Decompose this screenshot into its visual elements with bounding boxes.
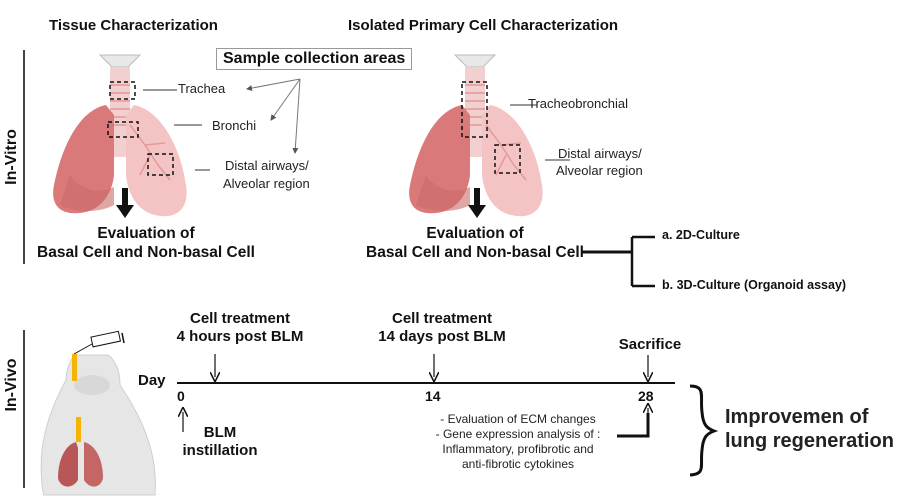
culture-option-prefix: a [662,228,669,242]
analysis-item: anti-fibrotic cytokines [461,457,575,471]
tissue-characterization-heading: Tissue Characterization [49,17,218,34]
label-distal-line2: Alveolar region [223,176,310,191]
label-tracheobronchial: Tracheobronchial [528,96,628,111]
analysis-item: - Evaluation of ECM changes [440,412,596,426]
event-blm-instillation: BLM instillation [170,424,270,460]
lung-illustration-tissue [53,54,210,218]
sample-collection-box: Sample collection areas [216,48,413,70]
down-arrow-icon [116,188,134,218]
event-line2: 14 days post BLM [378,328,506,345]
timeline-axis-label: Day [138,372,166,389]
event-line1: Cell treatment [189,310,291,327]
tissue-evaluation-line2: Basal Cell and Non-basal Cell [37,244,255,261]
culture-option-label: . 3D-Culture (Organoid assay) [669,278,847,292]
event-sacrifice: Sacrifice [618,336,682,353]
label-trachea: Trachea [178,81,226,96]
outcome-text: Improvemen of lung regeneration [725,405,894,453]
lung-illustration-primary-cell [409,54,570,218]
in-vivo-divider [23,330,25,488]
distal-region-box [147,153,174,176]
outcome-line1: Improvemen of [725,406,869,428]
event-cell-treatment-4h: Cell treatment 4 hours post BLM [160,310,320,346]
label-distal-line1: Distal airways/ [225,158,309,173]
primary-cell-evaluation: Evaluation of Basal Cell and Non-basal C… [355,224,595,262]
outcome-brace [689,384,719,477]
lung-icon [409,54,543,217]
outcome-line2: lung regeneration [725,430,894,452]
culture-option-prefix: b [662,278,670,292]
label-distal-line2-2: Alveolar region [556,163,643,178]
event-line2: 4 hours post BLM [176,328,304,345]
analysis-item: - Gene expression analysis of : [435,427,601,441]
mouse-illustration [40,330,156,496]
primary-cell-heading: Isolated Primary Cell Characterization [348,17,619,34]
tracheobronchial-region-box [461,81,488,138]
down-arrow-icon [468,188,486,218]
tick-day-14: 14 [425,388,441,404]
lung-icon [53,54,187,217]
culture-option-label: . 2D-Culture [668,228,740,242]
event-line1: BLM [203,424,237,441]
primary-evaluation-line2: Basal Cell and Non-basal Cell [366,244,584,261]
primary-evaluation-line1: Evaluation of [426,225,524,242]
in-vitro-divider [23,50,25,264]
tissue-evaluation: Evaluation of Basal Cell and Non-basal C… [35,224,257,262]
event-cell-treatment-14d: Cell treatment 14 days post BLM [362,310,522,346]
analysis-connector [617,413,650,438]
event-line2: instillation [182,442,258,459]
lung-icon [58,442,103,487]
tick-day-28: 28 [638,388,654,404]
culture-option-3d: b. 3D-Culture (Organoid assay) [662,278,846,292]
event-line1: Cell treatment [391,310,493,327]
syringe-icon [73,330,125,355]
tissue-evaluation-line1: Evaluation of [97,225,195,242]
bronchi-region-box [107,121,139,138]
label-bronchi: Bronchi [212,118,257,133]
analysis-item: Inflammatory, profibrotic and [442,442,594,456]
analysis-list: - Evaluation of ECM changes - Gene expre… [420,412,616,472]
label-distal-line1-2: Distal airways/ [558,146,642,161]
culture-option-2d: a. 2D-Culture [662,228,740,242]
tick-day-0: 0 [177,388,185,404]
distal-region-box-2 [494,144,521,174]
